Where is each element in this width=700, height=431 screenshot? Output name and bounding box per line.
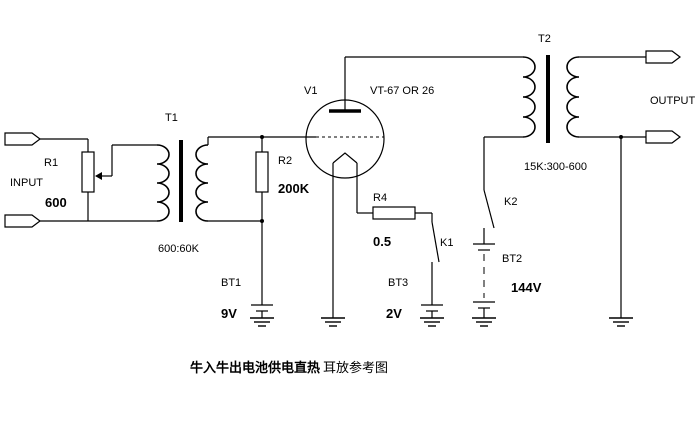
t2-label: T2 (538, 33, 551, 45)
bt2-battery (473, 243, 495, 318)
bt2-label: BT2 (502, 253, 522, 265)
t1-label: T1 (165, 112, 178, 124)
t2-ratio: 15K:300-600 (524, 161, 587, 173)
k2-label: K2 (504, 196, 517, 208)
output-terminal-bottom (645, 130, 681, 144)
bt3-label: BT3 (388, 277, 408, 289)
output-ground-wire (619, 135, 623, 318)
t1-ratio: 600:60K (158, 243, 200, 255)
v1-triode-tube (305, 56, 523, 318)
r2-label: R2 (278, 155, 292, 167)
bt1-label: BT1 (221, 277, 241, 289)
output-terminal-top (645, 50, 681, 64)
ground-v1 (321, 317, 345, 327)
t2-transformer (483, 55, 646, 190)
bt1-value: 9V (221, 306, 237, 321)
bt2-value: 144V (511, 280, 542, 295)
r4-label: R4 (373, 192, 387, 204)
bt1-battery (251, 221, 273, 318)
caption: 牛入牛出电池供电直热耳放参考图 (190, 360, 388, 376)
r1-potentiometer (81, 139, 157, 221)
r1-label: R1 (44, 157, 58, 169)
ground-bt1 (250, 317, 274, 327)
caption-normal: 耳放参考图 (323, 360, 388, 376)
k1-label: K1 (440, 237, 453, 249)
ground-bt3 (420, 317, 444, 327)
bt3-value: 2V (386, 306, 402, 321)
bt3-battery (421, 304, 443, 318)
output-label: OUTPUT (650, 95, 696, 107)
r1-value: 600 (45, 195, 67, 210)
r2-value: 200K (278, 181, 310, 196)
k1-switch (431, 221, 440, 305)
ground-output (609, 317, 633, 327)
r2-resistor (255, 135, 269, 223)
v1-label: V1 (304, 85, 317, 97)
tube-type: VT-67 OR 26 (370, 85, 434, 97)
input-terminal-top (4, 132, 88, 146)
input-label: INPUT (10, 177, 43, 189)
r4-value: 0.5 (373, 234, 391, 249)
r4-resistor (372, 206, 433, 222)
k2-switch (483, 189, 495, 244)
ground-bt2 (472, 317, 496, 327)
input-terminal-bottom (4, 214, 88, 228)
t1-transformer (88, 136, 316, 222)
caption-bold: 牛入牛出电池供电直热 (190, 360, 320, 376)
